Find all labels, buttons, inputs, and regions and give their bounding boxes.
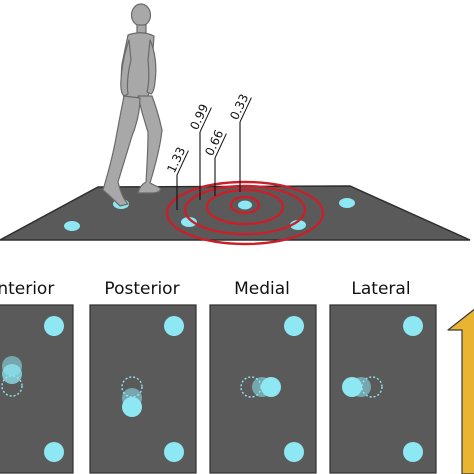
panel-title-lateral: Lateral — [351, 279, 410, 299]
panel-anterior — [0, 304, 74, 474]
floor-sensor-dot — [339, 198, 355, 208]
panel-posterior — [89, 304, 197, 474]
panel-title-anterior: Anterior — [0, 279, 54, 299]
panel-medial — [209, 304, 317, 474]
floor-sensor-dot — [181, 217, 197, 227]
vibration-rings-icon — [165, 180, 325, 246]
distance-label: 0.99 — [187, 102, 211, 132]
floor-sensor-dot — [290, 220, 306, 230]
panel-lateral — [329, 304, 437, 474]
floor-sensor-dot — [64, 221, 80, 231]
distance-leader-lines — [176, 122, 241, 210]
panel-title-medial: Medial — [234, 279, 290, 299]
up-arrow-icon — [447, 308, 474, 474]
floor-sensor-dot-center — [238, 200, 252, 210]
floor-plate — [0, 185, 471, 241]
panel-title-posterior: Posterior — [104, 279, 179, 299]
distance-label: 0.66 — [202, 128, 226, 158]
walking-person-icon — [102, 3, 163, 207]
distance-label: 0.33 — [227, 92, 251, 122]
distance-label: 1.33 — [164, 145, 188, 175]
